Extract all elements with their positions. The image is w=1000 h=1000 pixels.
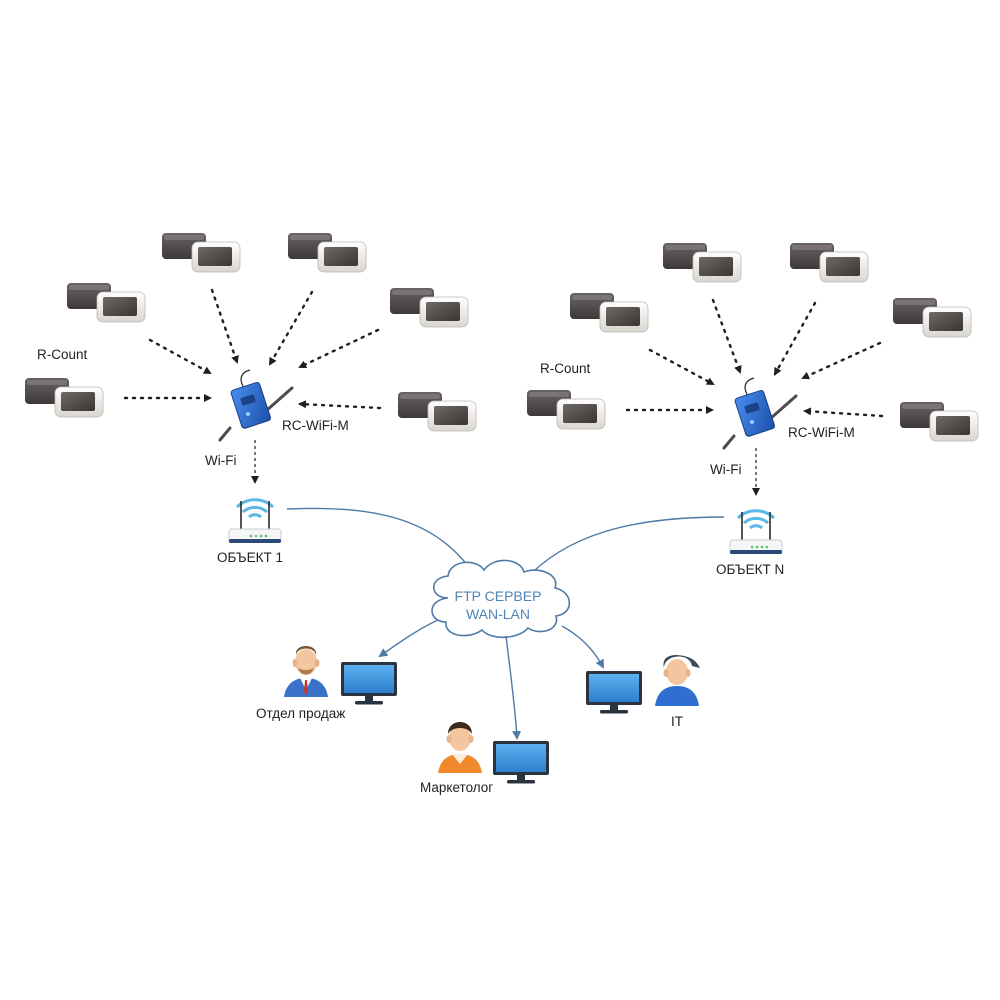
wifi-router-icon — [728, 509, 784, 556]
counter-device-icon — [389, 287, 469, 328]
wifi-label-right: Wi-Fi — [710, 462, 741, 477]
monitor-icon — [586, 671, 642, 714]
counter-device-icon — [662, 242, 742, 283]
server-title: FTP СЕРВЕР — [455, 588, 542, 604]
rcount-label-right: R-Count — [540, 361, 591, 376]
server-subtitle: WAN-LAN — [466, 606, 530, 622]
counter-device-icon — [899, 401, 979, 442]
sales-label: Отдел продаж — [256, 706, 345, 721]
counter-device-icon — [892, 297, 972, 338]
counter-device-icon — [569, 292, 649, 333]
it-label: IT — [671, 714, 683, 729]
rcwifi-label-right: RC-WiFi-M — [788, 425, 855, 440]
router-server-link — [521, 516, 725, 584]
rcount-label-left: R-Count — [37, 347, 88, 362]
person-icon — [438, 722, 482, 773]
counter-device-icon — [526, 389, 606, 430]
data-arrow — [711, 298, 742, 374]
counter-device-icon — [24, 377, 104, 418]
data-arrow — [298, 328, 380, 369]
server-user-link — [505, 635, 522, 740]
object-n-label: ОБЪЕКТ N — [716, 562, 784, 577]
object-1-label: ОБЪЕКТ 1 — [217, 550, 283, 565]
data-arrow — [801, 341, 882, 380]
router-server-link — [286, 507, 480, 582]
data-arrow — [803, 407, 884, 418]
counter-device-icon — [161, 232, 241, 273]
data-arrow — [148, 338, 212, 375]
counter-device-icon — [397, 391, 477, 432]
data-arrow — [773, 301, 817, 376]
person-icon — [655, 655, 700, 706]
person-icon — [284, 646, 328, 697]
marketer-label: Маркетолог — [420, 780, 493, 795]
wifi-module-icon — [722, 376, 798, 450]
cloud-icon — [431, 559, 571, 639]
data-arrow — [298, 400, 382, 410]
data-arrow — [268, 290, 314, 366]
data-arrow — [648, 348, 715, 386]
monitor-icon — [341, 662, 397, 705]
counter-device-icon — [789, 242, 869, 283]
wifi-label-left: Wi-Fi — [205, 453, 236, 468]
counter-device-icon — [66, 282, 146, 323]
monitor-icon — [493, 741, 549, 784]
data-arrow — [210, 288, 239, 364]
counter-device-icon — [287, 232, 367, 273]
server-user-link — [561, 625, 604, 669]
wifi-router-icon — [227, 498, 283, 545]
server-user-link — [378, 619, 439, 658]
rcwifi-label-left: RC-WiFi-M — [282, 418, 349, 433]
